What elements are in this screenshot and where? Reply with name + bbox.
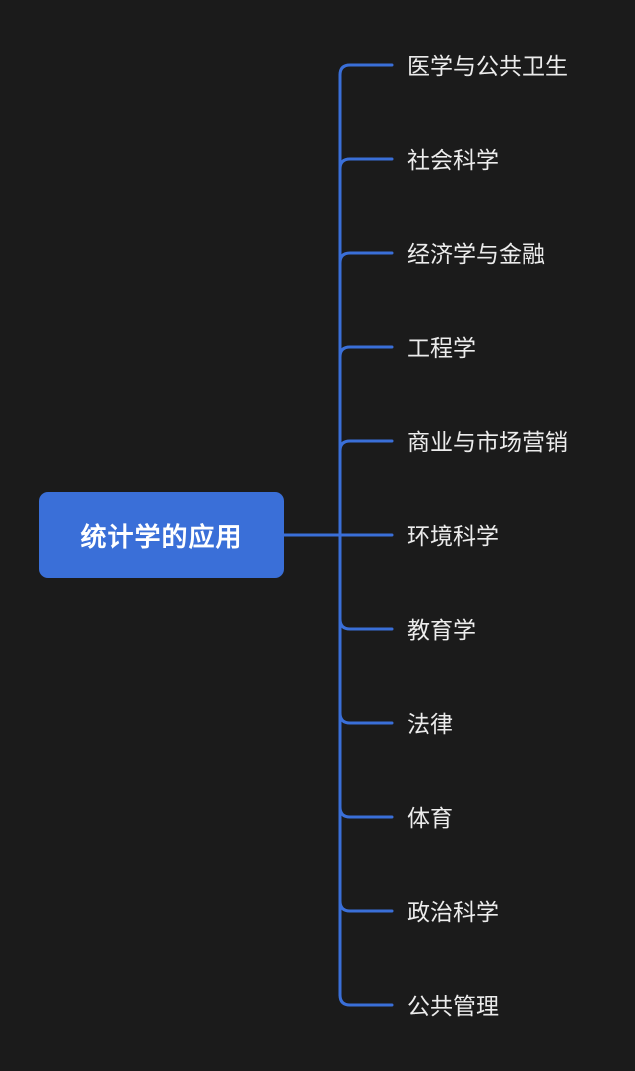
branch-label: 医学与公共卫生 [407,54,568,80]
branch-label: 商业与市场营销 [407,430,568,456]
root-node-label: 统计学的应用 [80,522,243,553]
branch-label: 经济学与金融 [407,242,545,268]
branch-label: 环境科学 [407,524,499,550]
branch-connector [338,993,394,1007]
branch-item[interactable]: 社会科学 [407,146,499,176]
branch-item[interactable]: 教育学 [407,616,476,646]
branch-connector [338,251,394,265]
branch-item[interactable]: 公共管理 [407,992,499,1022]
branch-label: 工程学 [407,336,476,362]
branch-connector [338,63,394,77]
branch-label: 教育学 [407,618,476,644]
root-node[interactable]: 统计学的应用 [39,492,284,578]
branch-item[interactable]: 体育 [407,804,453,834]
branch-connector [338,157,394,171]
branch-label: 体育 [407,806,453,832]
branch-item[interactable]: 政治科学 [407,898,499,928]
branch-connector [338,899,394,913]
branch-connector [338,711,394,725]
branch-label: 法律 [407,712,453,738]
branch-connector [338,439,394,453]
branch-item[interactable]: 医学与公共卫生 [407,52,568,82]
branch-item[interactable]: 法律 [407,710,453,740]
branch-label: 公共管理 [407,994,499,1020]
branch-item[interactable]: 环境科学 [407,522,499,552]
branch-connector [338,617,394,631]
branch-connector [338,345,394,359]
branch-item[interactable]: 商业与市场营销 [407,428,568,458]
branch-label: 社会科学 [407,148,499,174]
branch-item[interactable]: 经济学与金融 [407,240,545,270]
branch-label: 政治科学 [407,900,499,926]
branch-connector [338,805,394,819]
branch-item[interactable]: 工程学 [407,334,476,364]
